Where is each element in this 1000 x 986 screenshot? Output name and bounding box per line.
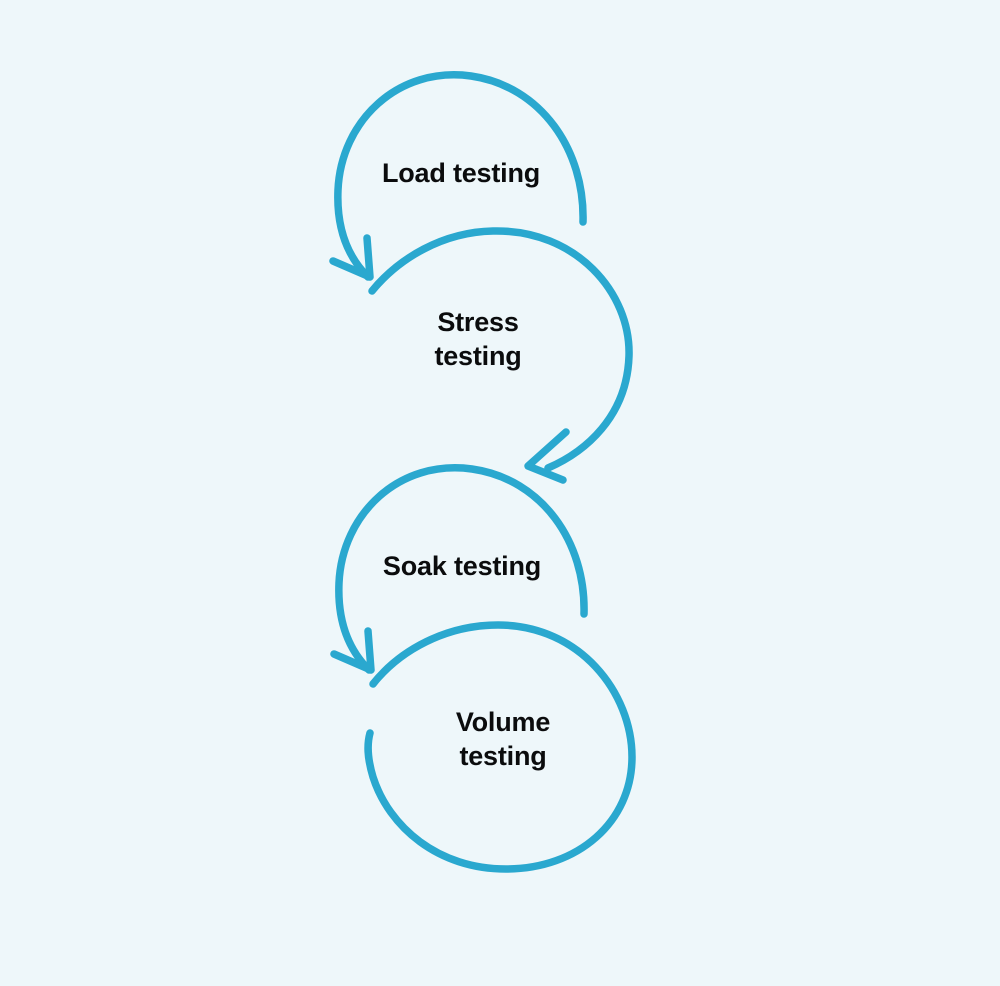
- arc-soak-testing[interactable]: [330, 464, 588, 674]
- arc-volume-testing[interactable]: [364, 621, 636, 873]
- node-label-volume-testing: Volume testing: [455, 705, 551, 773]
- arrowhead-load-to-stress: [329, 234, 374, 281]
- node-label-stress-testing: Stress testing: [434, 305, 521, 373]
- arrowhead-stress-to-soak: [524, 428, 570, 484]
- volume-line-1: Volume: [455, 707, 551, 737]
- arc-path-volume: [364, 621, 636, 873]
- node-label-soak-testing: Soak testing: [382, 551, 542, 581]
- arc-path-load: [334, 71, 587, 281]
- volume-line-2: testing: [459, 741, 547, 771]
- arc-stress-testing[interactable]: [368, 227, 633, 484]
- arc-path-stress: [368, 227, 633, 472]
- node-label-load-testing: Load testing: [381, 158, 541, 188]
- arc-path-soak: [335, 464, 588, 674]
- arrowhead-soak-to-volume: [330, 627, 375, 674]
- stress-line-1: Stress: [437, 307, 519, 337]
- arc-load-testing[interactable]: [329, 71, 587, 281]
- stress-line-2: testing: [434, 341, 522, 371]
